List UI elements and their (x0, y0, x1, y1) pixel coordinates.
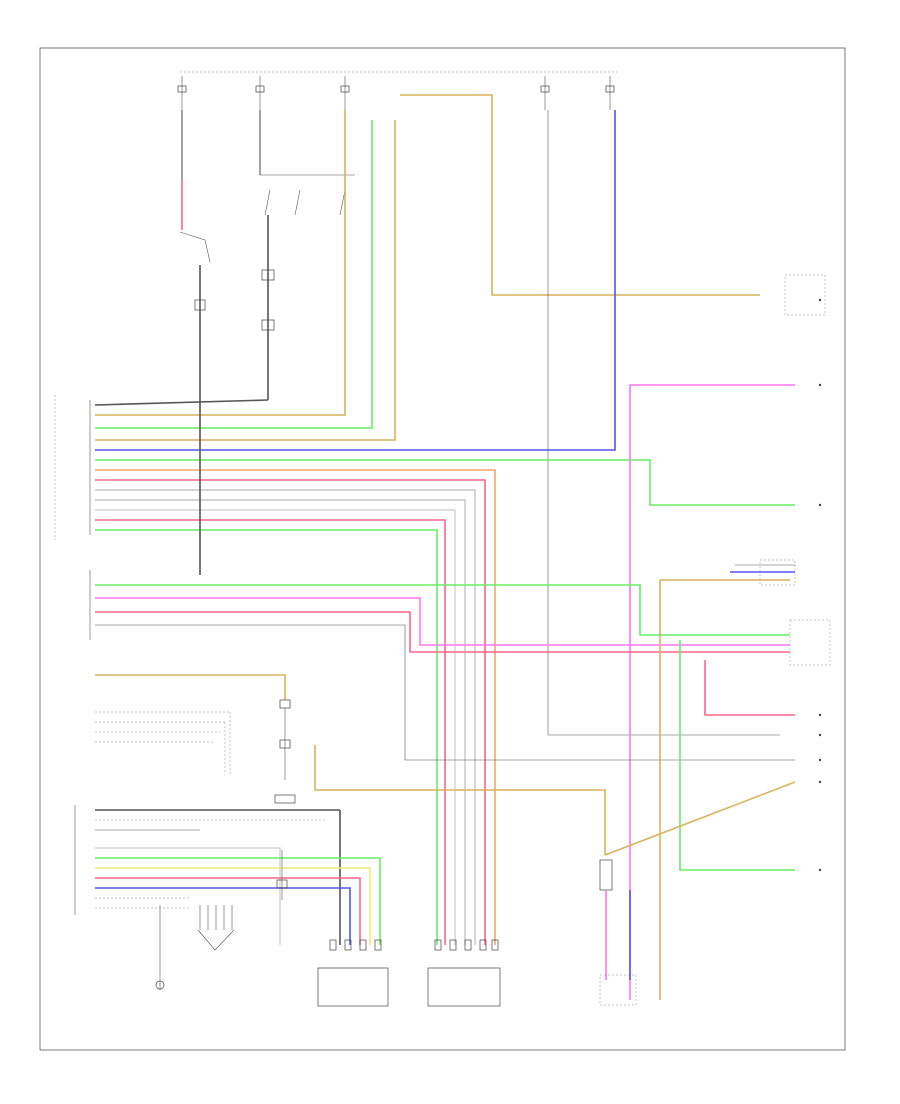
connector-pins (329, 939, 499, 951)
ecu-bottom (74, 805, 381, 945)
ground-symbol-left (155, 905, 165, 990)
sensor-mid (276, 850, 288, 900)
right-terminals (818, 298, 822, 872)
tan-wire-lower (314, 745, 606, 855)
ecu-connector-a (54, 395, 91, 540)
lamp-connector (599, 859, 637, 1006)
relay-group-mid (94, 110, 355, 406)
connector-a-wires (95, 459, 795, 945)
right-box-top (784, 274, 826, 316)
pink-wire-right (629, 384, 795, 1000)
ecu-connector-c (95, 674, 296, 804)
diagram-border (39, 47, 846, 1051)
connector-b-wires (95, 410, 795, 761)
sensor-array (197, 905, 235, 951)
tan-wire-lower-b (604, 781, 796, 856)
connector-bottom-a (317, 967, 389, 1007)
right-connector (659, 559, 831, 1000)
left-fuse-chain (179, 110, 211, 410)
fuse-block-top (177, 71, 620, 110)
ecu-connector-d (95, 711, 231, 775)
connector-bottom-b (427, 967, 501, 1007)
top-feed-wires (95, 94, 780, 736)
